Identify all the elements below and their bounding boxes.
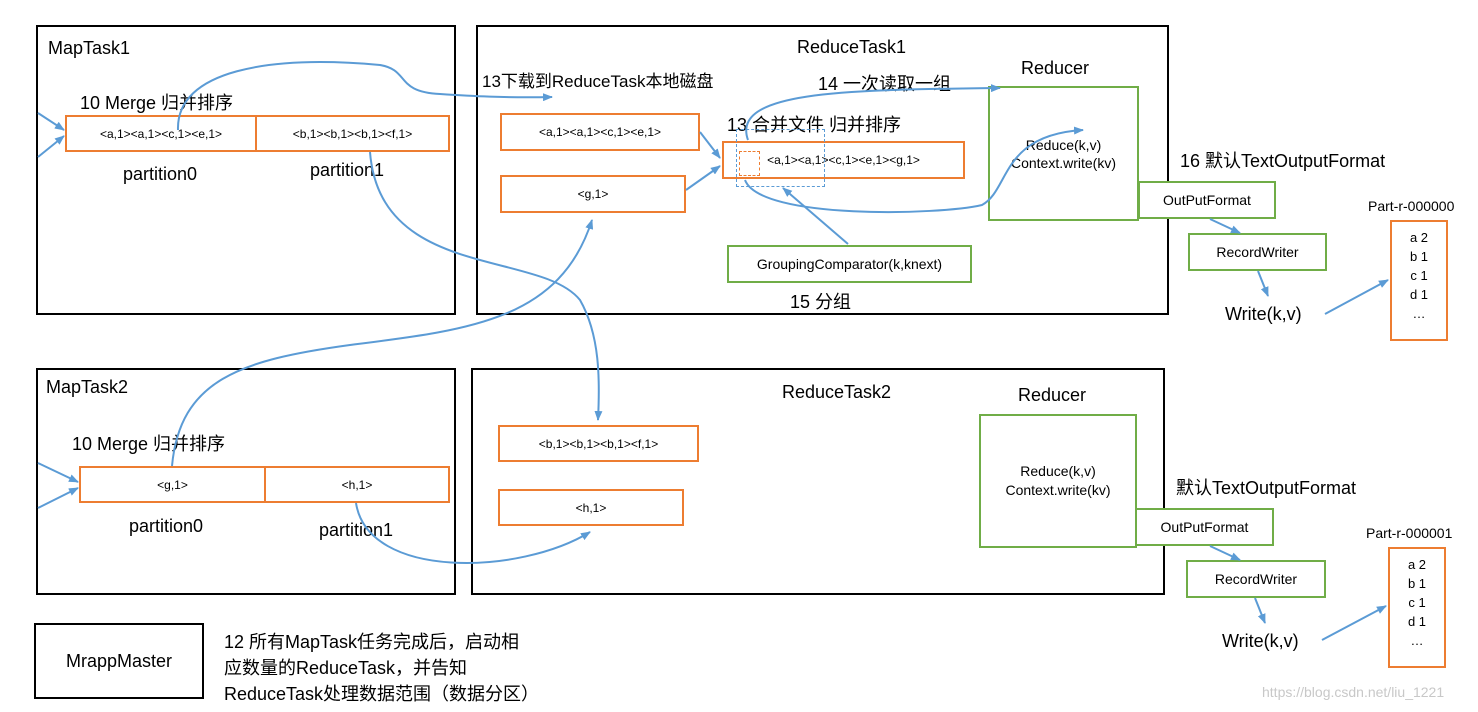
maptask1-merge-label: 10 Merge 归并排序 [80,93,234,113]
reducetask1-box-g: <g,1> [500,175,686,213]
reducer2-box [979,414,1137,548]
reducetask1-outputformat-box: OutPutFormat [1138,181,1276,219]
reducetask1-read-group-label: 14 一次读取一组 [818,74,952,94]
reducetask1-title: ReduceTask1 [797,37,907,57]
result2-line: b 1 [1407,576,1427,591]
write-arrow-1 [1324,279,1389,315]
result1-box: a 2 b 1 c 1 d 1 … [1390,220,1448,341]
reducetask2-write-label: Write(k,v) [1222,631,1299,651]
reducer1-context-write: Context.write(kv) [1010,155,1117,171]
master-note-line: 应数量的ReduceTask，并告知 [224,658,468,678]
reducetask1-output-format-label: 16 默认TextOutputFormat [1180,151,1386,171]
reducer2-reduce: Reduce(k,v) [1020,463,1096,479]
result1-line: b 1 [1409,249,1429,264]
result2-line: … [1410,633,1424,648]
result2-box: a 2 b 1 c 1 d 1 … [1388,547,1446,668]
mrappmaster-title: MrappMaster [65,650,173,671]
reducetask1-box-a: <a,1><a,1><c,1><e,1> [500,113,700,151]
reducer2-title: Reducer [1018,385,1087,405]
mrappmaster-box: MrappMaster [34,623,204,699]
master-note-line: 12 所有MapTask任务完成后，启动相 [224,632,520,652]
reducetask2-output-format-label: 默认TextOutputFormat [1176,478,1357,498]
reducetask2-title: ReduceTask2 [782,382,892,402]
reducetask1-group-label: 15 分组 [790,292,852,312]
maptask1-panel [36,25,456,315]
maptask2-partition1-label: partition1 [319,520,394,540]
grouping-comparator-box: GroupingComparator(k,knext) [727,245,972,283]
result2-line: c 1 [1408,595,1426,610]
group-highlight-inner [739,151,760,176]
result1-line: … [1412,306,1426,321]
maptask1-partition1-label: partition1 [310,160,385,180]
recordwriter-arrow-2 [1254,597,1266,624]
result2-line: a 2 [1407,557,1427,572]
outputformat-arrow-2 [1209,545,1241,561]
reducetask1-write-label: Write(k,v) [1225,304,1302,324]
outputformat-arrow-1 [1209,218,1241,234]
maptask2-title: MapTask2 [46,377,129,397]
master-note-line: ReduceTask处理数据范围（数据分区） [224,684,540,704]
result1-line: c 1 [1410,268,1428,283]
reducetask2-recordwriter-box: RecordWriter [1186,560,1326,598]
reducetask1-recordwriter-box: RecordWriter [1188,233,1327,271]
reducetask2-box-h: <h,1> [498,489,684,526]
result2-title: Part-r-000001 [1366,525,1453,541]
maptask2-partition0-label: partition0 [129,516,204,536]
maptask1-title: MapTask1 [48,38,131,58]
watermark: https://blog.csdn.net/liu_1221 [1262,684,1445,700]
result2-line: d 1 [1407,614,1427,629]
maptask1-partition0-label: partition0 [123,164,198,184]
result1-line: a 2 [1409,230,1429,245]
maptask2-merge-label: 10 Merge 归并排序 [72,434,226,454]
reducetask2-outputformat-box: OutPutFormat [1135,508,1274,546]
result1-line: d 1 [1409,287,1429,302]
reducetask2-box-b: <b,1><b,1><b,1><f,1> [498,425,699,462]
recordwriter-arrow-1 [1257,270,1269,297]
reducer1-reduce: Reduce(k,v) [1025,137,1102,153]
maptask2-partition0-box: <g,1> [79,466,266,503]
maptask1-partition0-box: <a,1><a,1><c,1><e,1> [65,115,257,152]
maptask2-partition1-box: <h,1> [264,466,450,503]
maptask1-partition1-box: <b,1><b,1><b,1><f,1> [255,115,450,152]
reducer1-box [988,86,1139,221]
reducetask1-download-label: 13下载到ReduceTask本地磁盘 [482,72,714,91]
write-arrow-2 [1321,605,1387,641]
reducer2-context-write: Context.write(kv) [1005,482,1111,498]
result1-title: Part-r-000000 [1368,198,1455,214]
reducer1-title: Reducer [1021,58,1090,78]
